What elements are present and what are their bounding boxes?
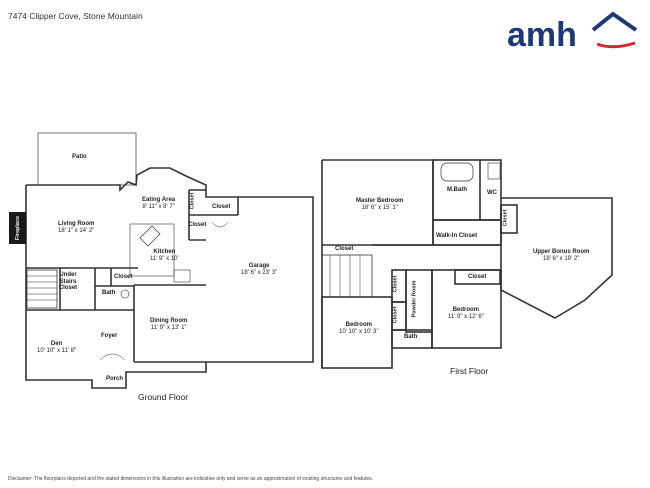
room-wc: WC xyxy=(487,190,497,196)
room-porch: Porch xyxy=(106,376,124,382)
room-closet-garage: Closet xyxy=(212,204,231,210)
logo-roof-icon xyxy=(591,11,638,32)
logo-swoosh-icon xyxy=(596,41,636,49)
room-closet-upper: Closet xyxy=(502,209,509,227)
room-closet-hall-2: Closet xyxy=(392,306,399,324)
amh-logo: amh xyxy=(507,11,638,52)
first-floor-walls xyxy=(321,159,613,369)
room-bath-first: Bath xyxy=(404,334,418,340)
room-closet-kitchen: Closet xyxy=(114,274,133,280)
ground-floor-title: Ground Floor xyxy=(138,392,189,402)
room-m-bath: M.Bath xyxy=(447,187,467,193)
room-walk-in-closet: Walk-In Closet xyxy=(436,233,478,239)
room-closet-hall-1: Closet xyxy=(392,275,399,293)
room-closet-bed2: Closet xyxy=(468,274,487,280)
disclaimer-text: Disclaimer: The floorplans depicted and … xyxy=(8,476,374,482)
room-patio: Patio xyxy=(72,154,87,160)
ground-floor-walls xyxy=(25,132,314,389)
room-closet-master: Closet xyxy=(335,246,354,252)
first-floor-title: First Floor xyxy=(450,366,489,376)
logo-text: amh xyxy=(507,16,577,52)
room-powder-room: Powder Room xyxy=(411,280,418,318)
room-closet-side-2: Closet xyxy=(188,222,207,228)
room-bath-ground: Bath xyxy=(102,290,116,296)
property-address: 7474 Clipper Cove, Stone Mountain xyxy=(8,11,143,21)
room-closet-side-1: Closet xyxy=(189,192,196,210)
room-under-stairs-closet: Under Stairs Closet xyxy=(58,272,78,291)
room-fireplace: Fireplace xyxy=(9,212,26,244)
room-foyer: Foyer xyxy=(101,333,118,339)
